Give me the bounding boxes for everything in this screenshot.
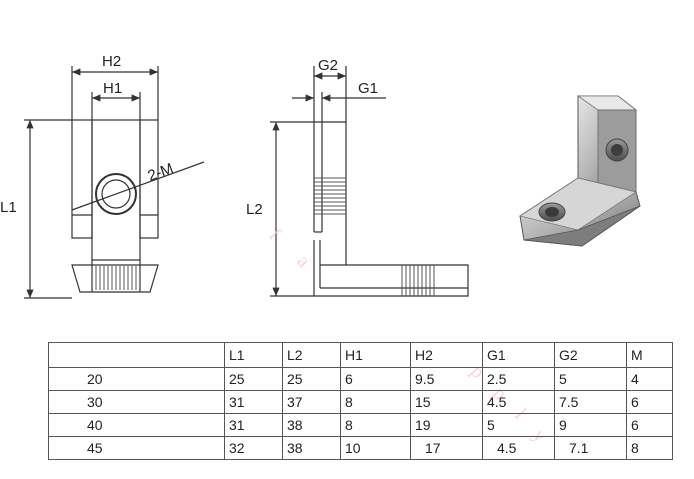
side-vertical-thread	[314, 177, 346, 215]
table-cell: 9.5	[410, 367, 483, 391]
table-cell: 25	[282, 367, 341, 391]
table-header-cell: G2	[554, 342, 627, 368]
table-row: 30 31 37 8 15 4.5 7.5 6	[48, 390, 673, 414]
front-view	[24, 66, 205, 299]
table-header-cell: L1	[224, 342, 283, 368]
table-header-cell: L2	[282, 342, 341, 368]
table-row: 20 25 25 6 9.5 2.5 5 4	[48, 367, 673, 391]
table-cell: 15	[410, 390, 483, 414]
table-cell: 38	[282, 436, 341, 460]
table-cell: 40	[48, 413, 225, 437]
table-row: 45 32 38 10 17 4.5 7.1 8	[48, 436, 673, 460]
table-cell: 5	[482, 413, 555, 437]
table-row: 40 31 38 8 19 5 9 6	[48, 413, 673, 437]
table-cell: 5	[554, 367, 627, 391]
table-cell: 17	[410, 436, 483, 460]
table-cell: 10	[340, 436, 411, 460]
table-cell: 31	[224, 413, 283, 437]
table-header-row: L1 L2 H1 H2 G1 G2 M	[48, 342, 673, 368]
table-cell: 20	[48, 367, 225, 391]
table-cell: 4	[626, 367, 673, 391]
dimension-table: L1 L2 H1 H2 G1 G2 M 20 25 25 6 9.5 2.5 5…	[48, 342, 673, 460]
table-cell: 6	[340, 367, 411, 391]
table-cell: 6	[626, 413, 673, 437]
table-cell: 4.5	[482, 436, 555, 460]
table-cell: 8	[340, 413, 411, 437]
svg-text:a: a	[292, 251, 314, 272]
side-horizontal-thread	[401, 265, 435, 296]
table-cell: 19	[410, 413, 483, 437]
h1-label: H1	[103, 80, 122, 97]
product-render	[519, 95, 641, 247]
table-cell: 25	[224, 367, 283, 391]
thread-size-label: 2-M	[146, 160, 176, 185]
table-cell: 8	[340, 390, 411, 414]
table-cell: 7.1	[554, 436, 627, 460]
table-cell: 6	[626, 390, 673, 414]
table-cell: 37	[282, 390, 341, 414]
table-cell: 2.5	[482, 367, 555, 391]
table-cell: 7.5	[554, 390, 627, 414]
table-cell: 30	[48, 390, 225, 414]
table-cell: 31	[224, 390, 283, 414]
table-cell: 4.5	[482, 390, 555, 414]
table-cell: 45	[48, 436, 225, 460]
front-thread	[95, 266, 137, 290]
l2-label: L2	[246, 201, 263, 218]
table-header-cell: M	[626, 342, 673, 368]
svg-text:f: f	[264, 225, 285, 245]
l1-label: L1	[0, 199, 17, 216]
h2-label: H2	[102, 53, 121, 70]
table-header-cell: G1	[482, 342, 555, 368]
table-header-cell: H2	[410, 342, 483, 368]
table-cell: 38	[282, 413, 341, 437]
g2-label: G2	[318, 57, 338, 74]
table-header-cell: H1	[340, 342, 411, 368]
table-header-cell	[48, 342, 225, 368]
table-cell: 32	[224, 436, 283, 460]
table-cell: 9	[554, 413, 627, 437]
table-cell: 8	[626, 436, 673, 460]
g1-label: G1	[358, 80, 378, 97]
